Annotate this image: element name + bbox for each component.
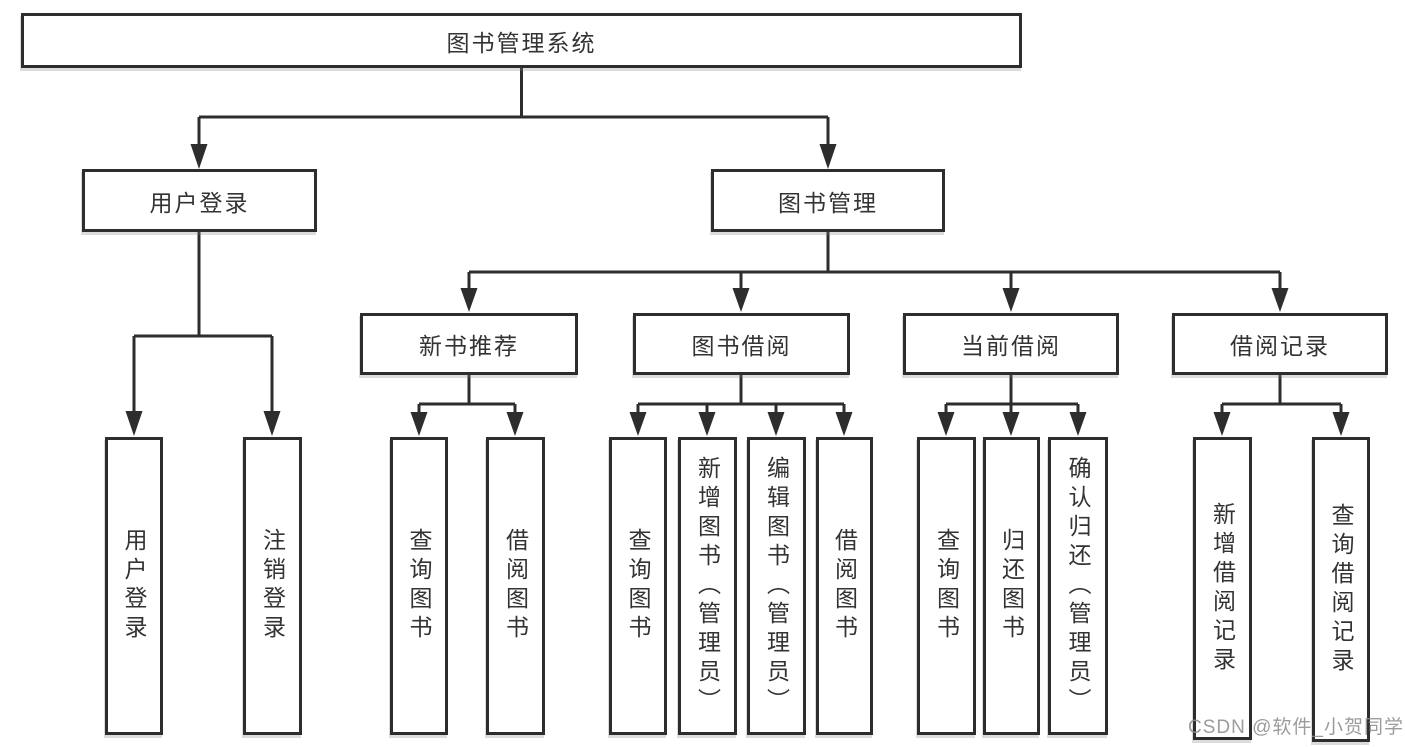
leaf-borrowing-add-books-admin: 新增图书（管理员） xyxy=(678,437,737,735)
leaf-newbooks-borrow-books-label: 借阅图书 xyxy=(502,528,529,644)
leaf-borrowing-edit-books-admin: 编辑图书（管理员） xyxy=(747,437,806,735)
leaf-borrowing-edit-books-admin-label: 编辑图书（管理员） xyxy=(763,455,790,717)
node-root: 图书管理系统 xyxy=(21,13,1022,68)
node-new-book-recommend: 新书推荐 xyxy=(360,313,578,375)
node-book-management-label: 图书管理 xyxy=(778,189,878,216)
leaf-logout: 注销登录 xyxy=(243,437,302,735)
leaf-borrowing-query-books-label: 查询图书 xyxy=(625,528,651,644)
leaf-records-query-record-label: 查询借阅记录 xyxy=(1328,502,1354,677)
leaf-current-query-books-label: 查询图书 xyxy=(933,528,960,644)
node-book-borrowing: 图书借阅 xyxy=(633,313,850,375)
leaf-newbooks-borrow-books: 借阅图书 xyxy=(486,437,545,735)
node-user-login-label: 用户登录 xyxy=(149,189,250,216)
leaf-user-login: 用户登录 xyxy=(105,437,163,735)
leaf-borrowing-borrow-books: 借阅图书 xyxy=(816,437,873,735)
node-borrowing-records-label: 借阅记录 xyxy=(1230,333,1330,359)
watermark: CSDN @软件_小贺同学 xyxy=(1188,717,1404,738)
node-new-book-recommend-label: 新书推荐 xyxy=(419,333,519,359)
leaf-borrowing-borrow-books-label: 借阅图书 xyxy=(831,528,858,644)
node-book-borrowing-label: 图书借阅 xyxy=(691,333,792,359)
node-user-login: 用户登录 xyxy=(82,169,317,232)
leaf-records-add-record-label: 新增借阅记录 xyxy=(1209,501,1236,676)
leaf-current-confirm-return-admin: 确认归还（管理员） xyxy=(1048,437,1108,735)
leaf-newbooks-query-books-label: 查询图书 xyxy=(406,528,432,644)
leaf-current-return-books: 归还图书 xyxy=(983,437,1040,735)
node-borrowing-records: 借阅记录 xyxy=(1172,313,1388,375)
node-book-management: 图书管理 xyxy=(711,169,945,232)
node-root-label: 图书管理系统 xyxy=(446,29,597,56)
leaf-newbooks-query-books: 查询图书 xyxy=(390,437,448,735)
leaf-records-add-record: 新增借阅记录 xyxy=(1193,437,1252,740)
leaf-borrowing-add-books-admin-label: 新增图书（管理员） xyxy=(694,455,721,717)
node-current-borrowing-label: 当前借阅 xyxy=(961,333,1061,359)
leaf-current-return-books-label: 归还图书 xyxy=(998,528,1025,644)
node-current-borrowing: 当前借阅 xyxy=(903,313,1119,375)
leaf-current-confirm-return-admin-label: 确认归还（管理员） xyxy=(1065,455,1091,717)
leaf-borrowing-query-books: 查询图书 xyxy=(609,437,667,735)
leaf-user-login-label: 用户登录 xyxy=(121,528,147,644)
leaf-records-query-record: 查询借阅记录 xyxy=(1312,437,1370,742)
leaf-logout-label: 注销登录 xyxy=(259,528,286,644)
leaf-current-query-books: 查询图书 xyxy=(917,437,976,735)
